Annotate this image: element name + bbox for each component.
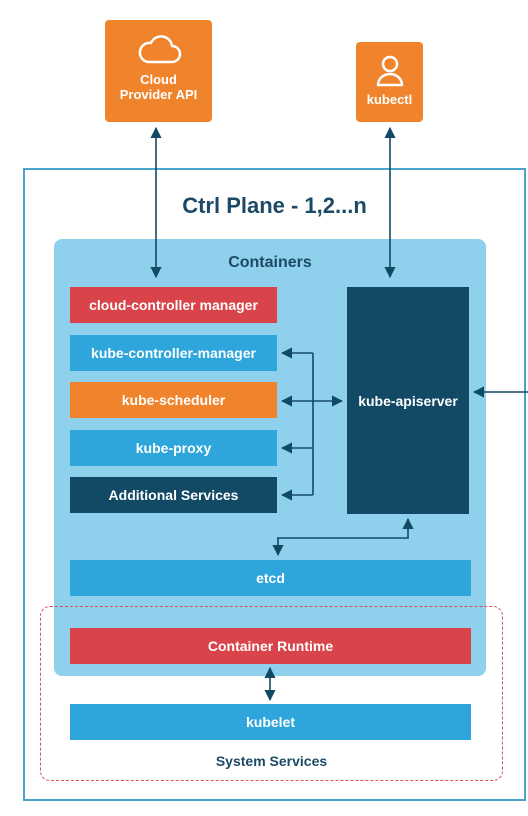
additional-services-box: Additional Services	[70, 477, 277, 513]
containers-title: Containers	[228, 254, 312, 271]
system-services-label: System Services	[215, 753, 328, 769]
kubectl-box: kubectl	[356, 42, 423, 122]
cloud-controller-manager-box: cloud-controller manager	[70, 287, 277, 323]
kube-scheduler-box: kube-scheduler	[70, 382, 277, 418]
additional-services-label: Additional Services	[108, 487, 239, 503]
cloud-provider-api-label-line1: Cloud	[140, 72, 177, 87]
kube-proxy-box: kube-proxy	[70, 430, 277, 466]
cloud-icon	[138, 35, 181, 64]
kubelet-box: kubelet	[70, 704, 471, 740]
kube-controller-manager-box: kube-controller-manager	[70, 335, 277, 371]
kube-apiserver-label: kube-apiserver	[358, 392, 458, 409]
kubectl-label: kubectl	[366, 92, 413, 107]
kube-proxy-label: kube-proxy	[135, 440, 212, 456]
container-runtime-box: Container Runtime	[70, 628, 471, 664]
kube-scheduler-label: kube-scheduler	[121, 392, 226, 408]
kubelet-label: kubelet	[245, 714, 295, 730]
system-services-frame	[40, 606, 503, 781]
control-plane-title: Ctrl Plane - 1,2...n	[182, 193, 367, 218]
cloud-controller-manager-label: cloud-controller manager	[89, 297, 258, 313]
etcd-label: etcd	[256, 570, 285, 586]
user-icon	[376, 55, 403, 87]
kube-apiserver-box: kube-apiserver	[347, 287, 469, 514]
container-runtime-label: Container Runtime	[207, 638, 334, 654]
kube-controller-manager-label: kube-controller-manager	[91, 345, 256, 361]
etcd-box: etcd	[70, 560, 471, 596]
control-plane-frame	[23, 168, 526, 801]
cloud-provider-api-label-line2: Provider API	[119, 87, 198, 102]
cloud-provider-api-box: Cloud Provider API	[105, 20, 212, 122]
